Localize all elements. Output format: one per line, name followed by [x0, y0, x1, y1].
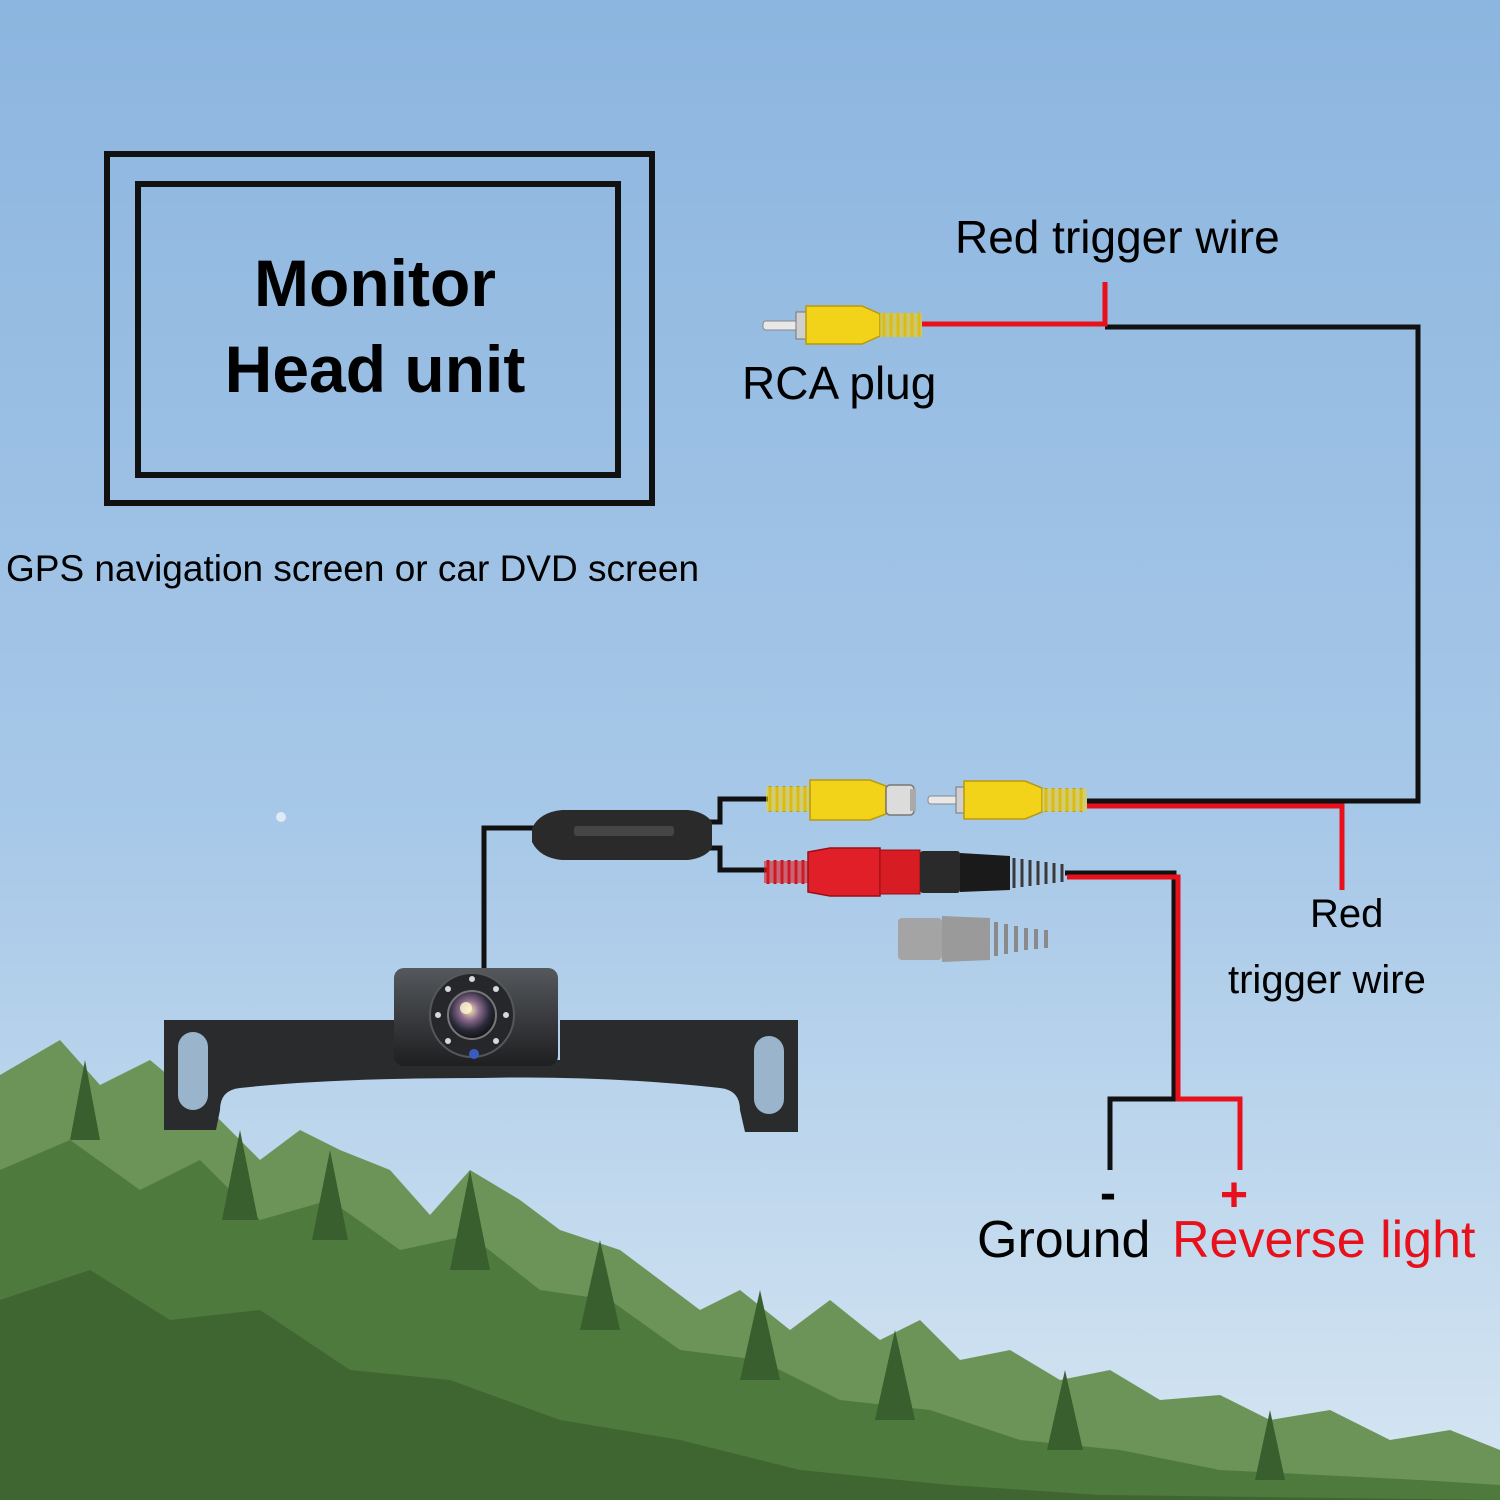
forest-background [0, 1040, 1500, 1500]
wire-video-branch [710, 796, 768, 825]
grey-connector-icon [898, 916, 1048, 962]
label-plus: + [1220, 1169, 1249, 1222]
monitor-title-line2: Head unit [224, 332, 526, 406]
camera-lens [447, 990, 497, 1040]
label-red-trigger-right-1: Red [1310, 892, 1384, 936]
rca-male-connector [927, 780, 1087, 820]
wire-red-trigger-right [1087, 803, 1345, 890]
label-red-trigger-top: Red trigger wire [955, 211, 1280, 263]
rca-female-connector [766, 779, 916, 821]
wire-power-branch [710, 845, 768, 873]
camera-icon [164, 968, 798, 1132]
monitor-inner-frame [135, 181, 621, 478]
wire-red-trigger-top [922, 282, 1108, 327]
label-ground: Ground [977, 1211, 1151, 1269]
label-reverse-light: Reverse light [1172, 1211, 1476, 1269]
bracket-slot-right [754, 1036, 784, 1114]
bracket-slot-left [178, 1032, 208, 1110]
wire-camera-lead [481, 825, 540, 968]
monitor-outer-frame [104, 151, 655, 506]
label-rca-plug: RCA plug [742, 357, 937, 409]
power-connector-icon [764, 847, 1064, 897]
wire-ground [1065, 870, 1177, 1170]
rca-plug-icon [762, 305, 922, 345]
monitor-title-line1: Monitor [254, 246, 496, 320]
license-bracket [164, 1020, 798, 1132]
label-red-trigger-right-2: trigger wire [1228, 958, 1426, 1002]
monitor-title: Monitor Head unit [140, 240, 610, 412]
monitor-caption: GPS navigation screen or car DVD screen [6, 548, 700, 589]
wire-reverse-light [1067, 874, 1243, 1170]
red-wires [922, 282, 1345, 1170]
inline-module [532, 810, 712, 860]
black-wires [481, 324, 1421, 1170]
moon [276, 812, 286, 822]
wire-trigger-loop [1087, 324, 1421, 804]
label-minus: - [1100, 1167, 1116, 1220]
